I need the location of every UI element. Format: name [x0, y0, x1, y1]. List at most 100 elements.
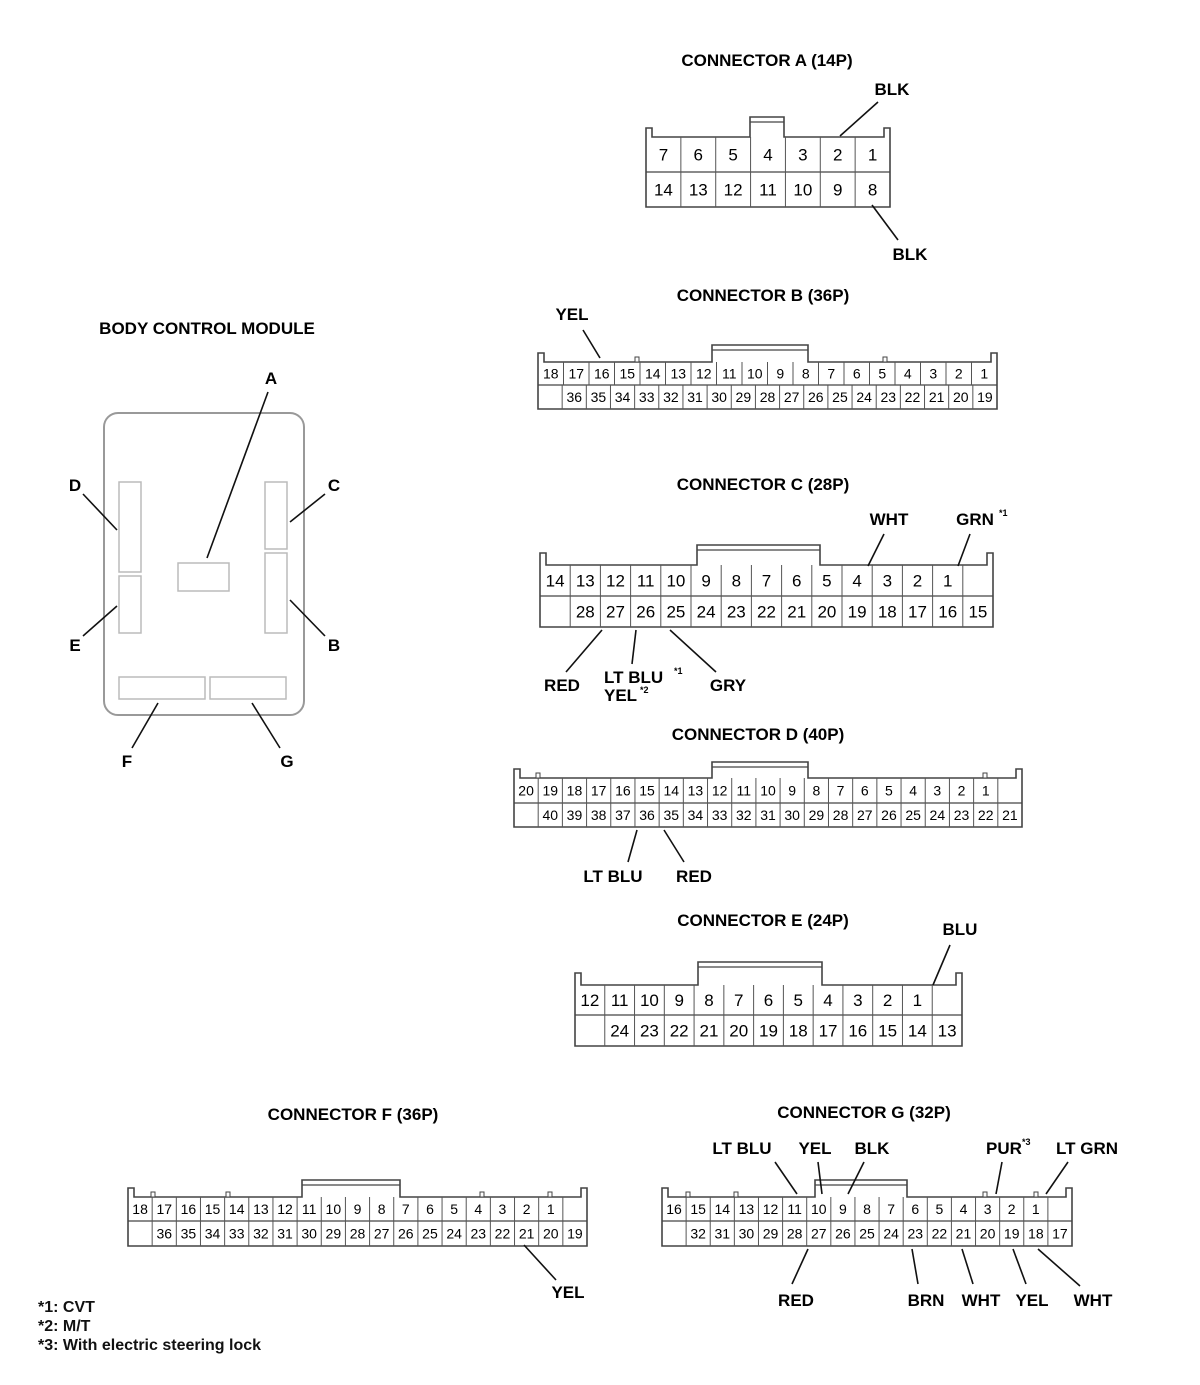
- connector-c-housing: [539, 544, 994, 628]
- connector-d-pin-18: 18: [567, 783, 583, 799]
- connector-b-pin-29: 29: [736, 389, 752, 405]
- connector-b-pin-12: 12: [696, 366, 712, 382]
- connector-d-rib: [982, 772, 988, 779]
- connector-e-pin-4: 4: [823, 991, 832, 1010]
- connector-g-pin-20: 20: [980, 1226, 996, 1242]
- connector-b-pin-33: 33: [639, 389, 655, 405]
- connector-f-pin-9: 9: [354, 1201, 362, 1217]
- connector-e-wire-pin1: BLU: [943, 920, 978, 939]
- connector-g-rib: [733, 1191, 739, 1198]
- connector-e-pin-20: 20: [729, 1022, 748, 1041]
- connector-g-pin-14: 14: [715, 1201, 731, 1217]
- connector-b-rib: [634, 356, 640, 363]
- connector-c-wire-pin26: LT BLU: [604, 668, 663, 687]
- connector-b-pin-1: 1: [980, 366, 988, 382]
- callout-g: G: [280, 752, 293, 771]
- connector-e-pin-22: 22: [670, 1022, 689, 1041]
- connector-g-pin-12: 12: [763, 1201, 779, 1217]
- connector-g-rib: [982, 1191, 988, 1198]
- connector-g-housing: [661, 1179, 1073, 1247]
- connector-e-pin-24: 24: [610, 1022, 629, 1041]
- module-slot-b: [264, 552, 288, 634]
- connector-b-rib: [882, 356, 888, 363]
- connector-g-wire-pin1: LT GRN: [1056, 1139, 1118, 1158]
- connector-f-pin-25: 25: [422, 1226, 438, 1242]
- connector-b-pin-28: 28: [760, 389, 776, 405]
- connector-b-pin-17: 17: [568, 366, 584, 382]
- connector-g-wire-pin21: WHT: [962, 1291, 1001, 1310]
- connector-f-pin-7: 7: [402, 1201, 410, 1217]
- connector-d-pin-26: 26: [881, 807, 897, 823]
- connector-e-title: CONNECTOR E (24P): [677, 911, 849, 930]
- connector-c-pin-5: 5: [822, 572, 831, 591]
- footnotes: *1: CVT *2: M/T *3: With electric steeri…: [38, 1298, 261, 1355]
- connector-c-pin-7: 7: [762, 572, 771, 591]
- connector-g-wire-pin1-arrow: [1045, 1161, 1069, 1195]
- connector-b-pin-24: 24: [856, 389, 872, 405]
- connector-g-pin-23: 23: [907, 1226, 923, 1242]
- connector-f-rib: [150, 1191, 156, 1198]
- connector-c-wire-pin26-alt-note: *2: [640, 685, 649, 695]
- connector-a-wire-pin2-arrow: [839, 101, 879, 137]
- connector-g-rib: [1033, 1191, 1039, 1198]
- connector-f-pin-11: 11: [302, 1201, 317, 1217]
- connector-g-pin-13: 13: [739, 1201, 755, 1217]
- connector-d-pin-23: 23: [954, 807, 970, 823]
- connector-d-pin-5: 5: [885, 783, 893, 799]
- callout-d: D: [69, 476, 81, 495]
- module-slot-c: [264, 481, 288, 550]
- callout-f-leader: [131, 702, 159, 749]
- connector-f-wire-pin21-arrow: [523, 1244, 557, 1281]
- connector-b-pin-11: 11: [722, 366, 737, 382]
- connector-a-pin-6: 6: [694, 146, 703, 165]
- connector-d-pin-17: 17: [591, 783, 607, 799]
- module-slot-g: [209, 676, 287, 700]
- connector-b-pin-25: 25: [832, 389, 848, 405]
- connector-c-pin-18: 18: [878, 603, 897, 622]
- connector-f-pin-18: 18: [132, 1201, 148, 1217]
- connector-e-pin-19: 19: [759, 1022, 778, 1041]
- connector-f-pin-17: 17: [156, 1201, 172, 1217]
- connector-e-pin-15: 15: [878, 1022, 897, 1041]
- connector-f-pin-23: 23: [471, 1226, 487, 1242]
- connector-d-pin-2: 2: [958, 783, 966, 799]
- connector-f-pin-20: 20: [543, 1226, 559, 1242]
- connector-b-wire-pin16: YEL: [555, 305, 588, 324]
- connector-d-pin-19: 19: [542, 783, 558, 799]
- connector-c-pin-12: 12: [606, 572, 625, 591]
- connector-g-pin-25: 25: [859, 1226, 875, 1242]
- connector-e-pin-9: 9: [674, 991, 683, 1010]
- connector-d-pin-32: 32: [736, 807, 752, 823]
- connector-g-pin-2: 2: [1008, 1201, 1016, 1217]
- connector-c-pin-24: 24: [697, 603, 716, 622]
- connector-e-wire-pin1-arrow: [932, 944, 951, 986]
- connector-f-pin-26: 26: [398, 1226, 414, 1242]
- connector-a-pin-13: 13: [689, 181, 708, 200]
- connector-c-pin-1: 1: [943, 572, 952, 591]
- connector-e-pin-17: 17: [819, 1022, 838, 1041]
- connector-g-pin-24: 24: [883, 1226, 899, 1242]
- connector-b-pin-27: 27: [784, 389, 800, 405]
- connector-d-pin-6: 6: [861, 783, 869, 799]
- connector-c-wire-pin1-note: *1: [999, 508, 1008, 518]
- callout-e: E: [69, 636, 80, 655]
- connector-g-pin-28: 28: [787, 1226, 803, 1242]
- connector-c-wire-pin26-alt: YEL: [604, 686, 637, 705]
- connector-f-pin-2: 2: [523, 1201, 531, 1217]
- connector-d-pin-27: 27: [857, 807, 873, 823]
- connector-e-pin-23: 23: [640, 1022, 659, 1041]
- connector-f-pin-28: 28: [350, 1226, 366, 1242]
- connector-b-pin-16: 16: [594, 366, 610, 382]
- connector-g-wire-pin3: PUR: [986, 1139, 1022, 1158]
- connector-d-wire-pin36-arrow: [627, 829, 638, 863]
- connector-g-pin-19: 19: [1004, 1226, 1020, 1242]
- callout-g-leader: [251, 702, 281, 749]
- connector-b-pin-4: 4: [904, 366, 912, 382]
- connector-b-pin-7: 7: [827, 366, 835, 382]
- footnote-3: *3: With electric steering lock: [38, 1337, 262, 1354]
- connector-f-pin-16: 16: [181, 1201, 197, 1217]
